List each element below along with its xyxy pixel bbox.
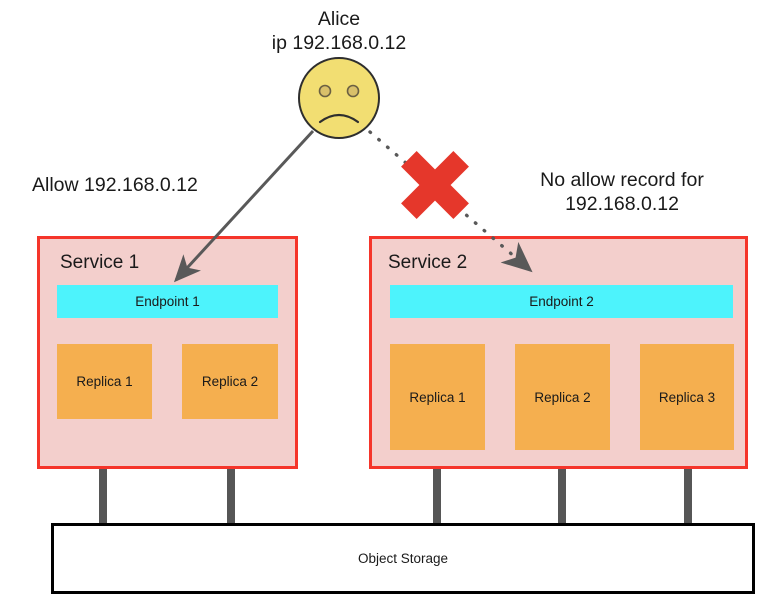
endpoint-label-1: Endpoint 1 [135,294,200,309]
endpoint-box-2[interactable]: Endpoint 2 [390,285,733,318]
object-storage-box[interactable]: Object Storage [51,523,755,594]
service-title-1: Service 1 [60,252,140,273]
replica-box-1-2[interactable]: Replica 2 [182,344,278,419]
endpoint-label-2: Endpoint 2 [529,294,594,309]
deny-record-annotation-line2: 192.168.0.12 [565,193,679,215]
service-title-2: Service 2 [388,252,468,273]
red-x-mark-icon [401,151,469,219]
alice-sad-face-icon [298,57,380,139]
replica-label: Replica 2 [534,389,591,405]
alice-ip-label: ip 192.168.0.12 [271,32,407,54]
replica-box-2-1[interactable]: Replica 1 [390,344,485,450]
allow-record-annotation: Allow 192.168.0.12 [32,174,198,196]
replica-box-1-1[interactable]: Replica 1 [57,344,152,419]
endpoint-box-1[interactable]: Endpoint 1 [57,285,278,318]
replica-label: Replica 3 [658,389,716,405]
replica-box-2-2[interactable]: Replica 2 [515,344,610,450]
replica-label: Replica 1 [76,374,133,389]
replica-label: Replica 2 [201,374,259,389]
deny-record-annotation-line1: No allow record for [540,169,704,191]
allowed-request-arrow [173,129,315,283]
object-storage-label: Object Storage [357,551,449,566]
alice-name-label: Alice [317,8,361,30]
replica-label: Replica 1 [409,389,466,405]
replica-box-2-3[interactable]: Replica 3 [640,344,734,450]
